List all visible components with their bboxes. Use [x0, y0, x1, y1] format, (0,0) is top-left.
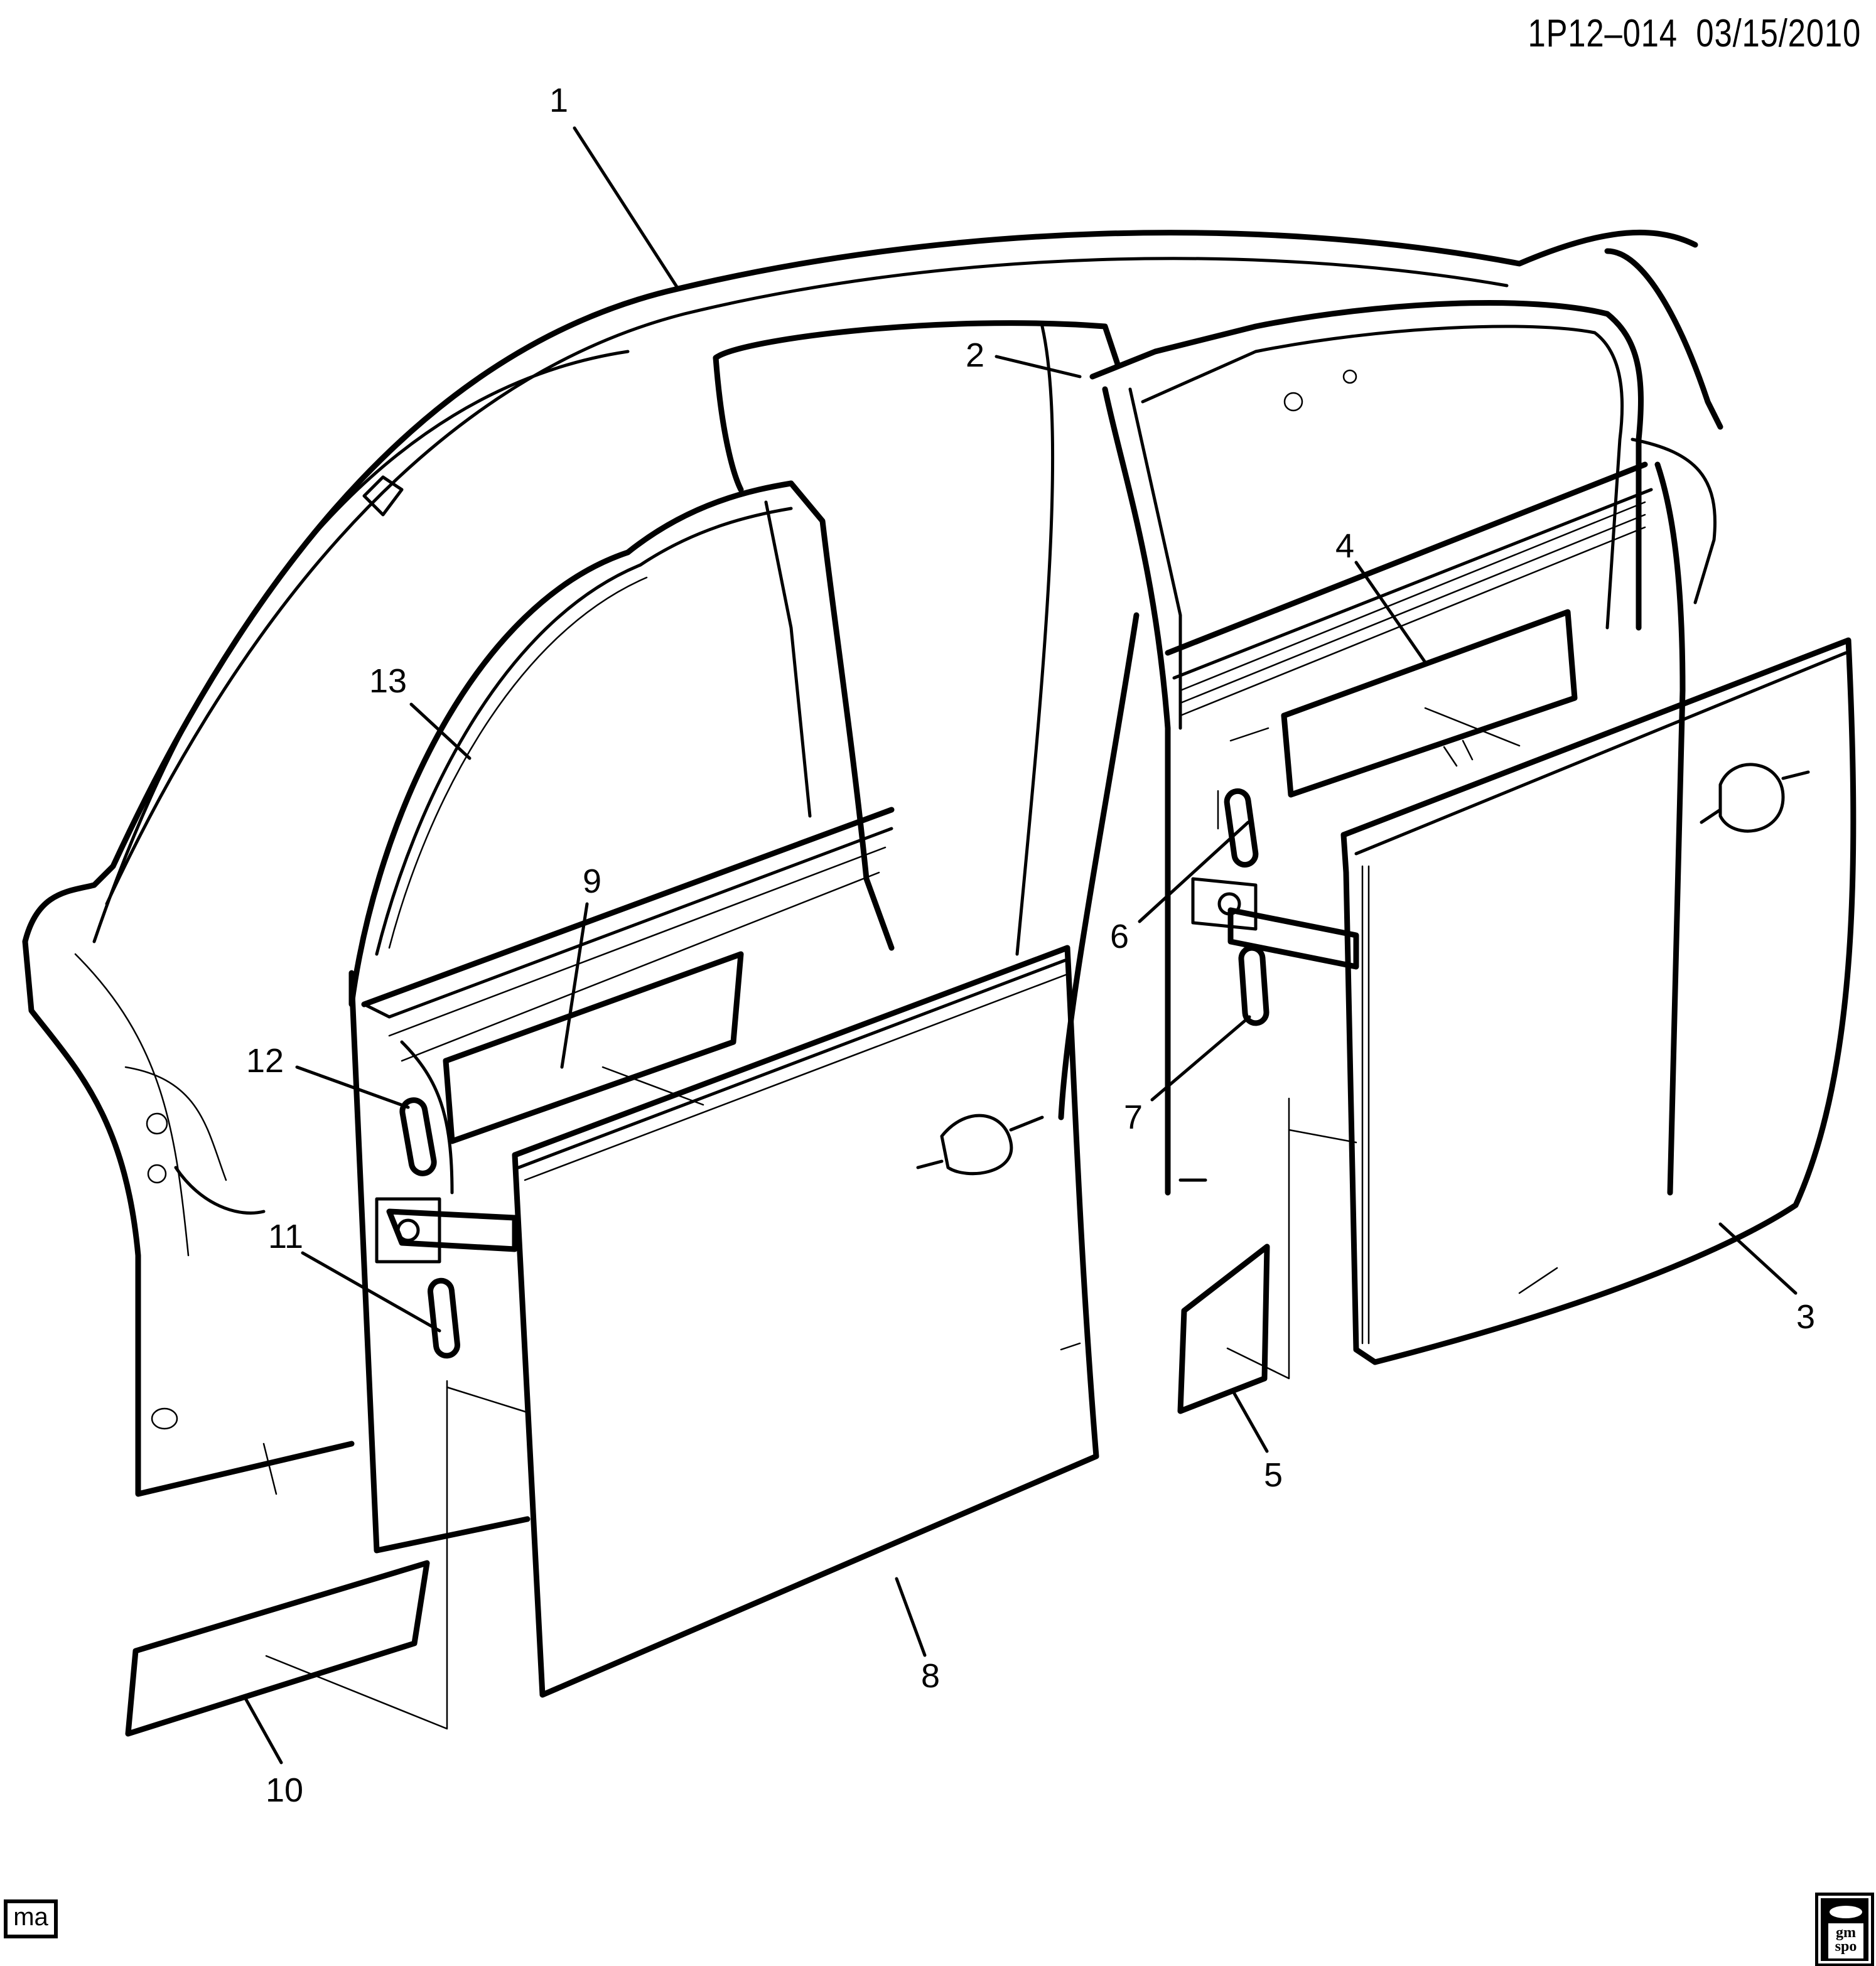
callout-5: 5 — [1263, 1456, 1283, 1494]
item-9-panel — [443, 951, 744, 1144]
logo-line-1: gm — [1836, 1925, 1856, 1941]
callout-10: 10 — [265, 1771, 304, 1809]
callout-4: 4 — [1335, 527, 1355, 565]
ma-tag: ma — [4, 1899, 58, 1938]
body-side-panel — [22, 229, 1698, 1497]
callout-3: 3 — [1796, 1298, 1816, 1336]
front-door-outer-panel — [512, 945, 1099, 1698]
hinge-pads — [399, 788, 1270, 1359]
item-5-pad — [1177, 1097, 1357, 1414]
callout-12: 12 — [245, 1042, 284, 1080]
callout-13: 13 — [369, 662, 407, 700]
callout-2: 2 — [965, 336, 985, 374]
diagram-date: 03/15/2010 — [1696, 12, 1861, 55]
gm-spo-logo: gm spo — [1815, 1893, 1874, 1966]
callout-11: 11 — [267, 1218, 304, 1255]
diagram-id: 1P12–014 — [1528, 12, 1678, 55]
callout-1: 1 — [549, 82, 569, 119]
item-4-panel — [1281, 609, 1578, 798]
ma-tag-label: ma — [13, 1903, 48, 1931]
rear-door-frame — [1089, 248, 1723, 1196]
diagram-header: 1P12–014 03/15/2010 — [1528, 11, 1861, 56]
logo-oval-icon — [1830, 1906, 1862, 1918]
front-door-frame — [348, 480, 895, 1554]
item-10-pad — [125, 1380, 529, 1737]
logo-line-2: spo — [1835, 1938, 1857, 1955]
leader-lines — [243, 126, 1798, 1765]
rear-door-outer-panel — [1340, 637, 1857, 1365]
callout-6: 6 — [1109, 918, 1129, 955]
logo-text: gm spo — [1828, 1923, 1863, 1958]
hinges — [375, 877, 1359, 1264]
callout-7: 7 — [1123, 1098, 1143, 1136]
callout-8: 8 — [920, 1657, 941, 1695]
callout-9: 9 — [582, 862, 602, 900]
